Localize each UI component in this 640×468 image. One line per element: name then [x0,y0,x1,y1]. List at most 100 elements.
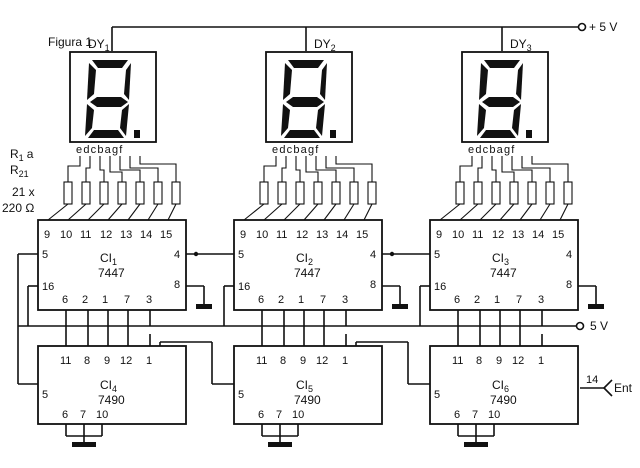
counter-part: 7490 [490,393,517,407]
ground-symbol [392,304,408,309]
pin-label: 7 [320,294,326,306]
pin-label: 1 [112,257,117,267]
ground-symbol [268,442,292,447]
pin-label: 5 [434,249,440,261]
pin-label: 12 [316,355,328,367]
pin-label: 5 [308,384,313,394]
pin-label: 9 [436,229,442,241]
pin-label: 10 [256,229,268,241]
pin-label: 8 [370,279,376,291]
counter-part: 7490 [294,393,321,407]
pin-label: 1 [146,355,152,367]
display-sub: 2 [331,43,336,53]
pin-label: 6 [62,409,68,421]
pin-label: 12 [100,229,112,241]
display-dy2: DY2 edcbagf [265,37,353,156]
resistor-array [439,156,573,221]
display-sub: 3 [527,43,532,53]
pin-label: 6 [258,294,264,306]
pin-label: CI [296,251,308,265]
segment-letters: edcbagf [272,144,320,156]
segment-letters: edcbagf [76,144,124,156]
pin-label: 5 [238,249,244,261]
decoder-label: CI3 [492,251,509,267]
seven-segment-digit [281,60,336,138]
pin-label: 7 [80,409,86,421]
r-first-sub: 1 [19,153,24,163]
pin-label: 12 [492,229,504,241]
pin-label: 1 [298,294,304,306]
pin-label: 10 [96,409,108,421]
resistor-array [243,156,377,221]
pin-label: 15 [356,229,368,241]
r-a: a [27,147,34,161]
pin-label: 11 [256,355,267,367]
pin-label: 12 [296,229,308,241]
input-terminal: 14 Ent [580,374,633,397]
pin-label: 12 [120,355,132,367]
seven-segment-digit [85,60,140,138]
pin-label: 9 [300,355,306,367]
pin-label: 7 [472,409,478,421]
svg-text:R21: R21 [10,163,29,179]
display-sub: 1 [105,43,110,53]
input-pin-label: 14 [586,374,598,386]
pin-label: 8 [566,279,572,291]
pin-label: 7 [516,294,522,306]
pin-label: 7 [276,409,282,421]
seven-segment-digit [477,60,532,138]
stage-3: DY3 edcbagf 9 10 11 [429,37,604,447]
pin-label: 10 [292,409,304,421]
ground-symbol [588,304,604,309]
pin-label: 15 [160,229,172,241]
figure-label: Figura 1 [48,35,92,49]
supply-rail: + 5 V [111,20,617,51]
pin-label: 8 [174,279,180,291]
pin-label: 2 [308,257,313,267]
decoder-ci1: 9 10 11 12 13 14 15 5 16 4 8 6 2 1 7 3 C… [37,219,212,311]
pin-label: 6 [258,409,264,421]
display-dy1: DY1 edcbagf [69,37,157,156]
r-last-main: R [10,163,19,177]
pin-label: 2 [278,294,284,306]
pin-label: 14 [532,229,544,241]
decoder-part: 7447 [98,266,125,280]
pin-label: 4 [370,249,376,261]
pin-label: 13 [120,229,132,241]
pin-label: 11 [472,229,483,241]
counter-label: CI4 [100,378,117,394]
pin-label: 11 [60,355,71,367]
pin-label: 5 [238,389,244,401]
pin-label: 4 [566,249,572,261]
pin-label: CI [100,378,112,392]
pin-label: 9 [44,229,50,241]
pin-label: 6 [454,294,460,306]
pin-label: 6 [62,294,68,306]
pin-label: 13 [512,229,524,241]
counter-ci6: 11 8 9 12 1 5 6 7 10 CI6 7490 [429,310,579,447]
pin-label: 15 [552,229,564,241]
pin-label: 12 [512,355,524,367]
pin-label: CI [492,378,504,392]
r-last-sub: 21 [19,169,29,179]
display-main: DY [510,37,527,51]
pin-label: 11 [276,229,287,241]
r-first-main: R [10,147,19,161]
display-label: DY2 [314,37,336,53]
display-label: DY1 [88,37,110,53]
pin-label: 16 [42,281,54,293]
input-label: Ent [614,381,633,395]
pin-label: 14 [140,229,152,241]
pin-label: 1 [494,294,500,306]
supply-terminal [577,22,587,32]
counter-label: CI5 [296,378,313,394]
pin-label: 3 [504,257,509,267]
pin-label: 6 [504,384,509,394]
pin-label: 2 [82,294,88,306]
secondary-rail: 5 V [18,319,608,333]
svg-text:R1a: R1a [10,147,34,163]
decoder-ci2: 9 10 11 12 13 14 15 5 16 4 8 6 2 1 7 3 C… [233,219,408,311]
display-dy3: DY3 edcbagf [461,37,549,156]
secondary-rail-label: 5 V [590,319,608,333]
